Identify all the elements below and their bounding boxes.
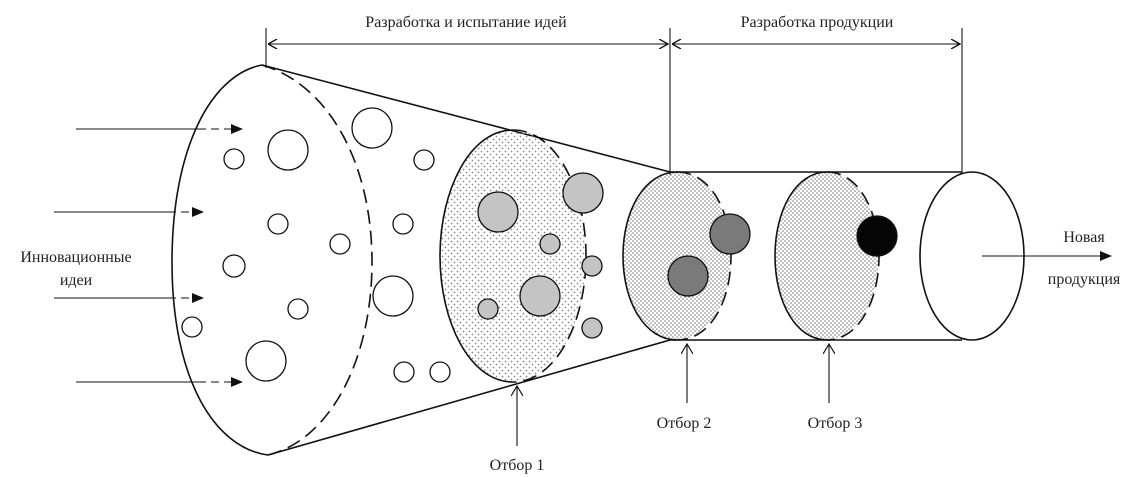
idea-circle bbox=[246, 341, 286, 381]
selection2-fill bbox=[623, 172, 731, 340]
idea-circle bbox=[394, 362, 414, 382]
raw-ideas bbox=[182, 108, 450, 382]
selection1-stage bbox=[440, 130, 586, 382]
idea-circle bbox=[393, 214, 413, 234]
selection1-label: Отбор 1 bbox=[490, 457, 545, 474]
selection3-fill bbox=[775, 172, 879, 340]
selection3-stage bbox=[775, 172, 879, 340]
final-idea-circle bbox=[857, 216, 897, 256]
selection1-fill bbox=[440, 130, 586, 382]
output-label-line1: Новая bbox=[1063, 229, 1105, 246]
idea-circle bbox=[330, 234, 350, 254]
idea-circle bbox=[414, 150, 434, 170]
idea-circle bbox=[182, 317, 202, 337]
phase2-label: Разработка продукции bbox=[741, 14, 894, 31]
idea-circle bbox=[478, 192, 518, 232]
output-label-line2: продукция bbox=[1048, 271, 1121, 288]
idea-circle bbox=[582, 318, 602, 338]
idea-circle bbox=[540, 234, 560, 254]
idea-circle bbox=[268, 214, 288, 234]
selection3-label: Отбор 3 bbox=[808, 415, 863, 432]
idea-circle bbox=[668, 256, 708, 296]
idea-circle bbox=[288, 299, 308, 319]
idea-circle bbox=[430, 362, 450, 382]
idea-circle bbox=[373, 276, 413, 316]
idea-circle bbox=[352, 108, 392, 148]
idea-circle bbox=[582, 256, 602, 276]
selection2-stage bbox=[623, 172, 731, 340]
idea-circle bbox=[563, 173, 603, 213]
selection2-label: Отбор 2 bbox=[657, 415, 712, 432]
idea-circle bbox=[224, 149, 244, 169]
input-label-line1: Инновационные bbox=[20, 249, 131, 266]
idea-circle bbox=[710, 214, 750, 254]
phase1-label: Разработка и испытание идей bbox=[365, 14, 567, 31]
idea-circle bbox=[268, 130, 308, 170]
phase-dimension-lines bbox=[266, 28, 962, 175]
funnel-top-edge bbox=[262, 65, 670, 172]
idea-circle bbox=[478, 299, 498, 319]
idea-circle bbox=[520, 276, 560, 316]
funnel-mouth-front-edge bbox=[172, 65, 262, 262]
input-label-line2: идеи bbox=[60, 272, 93, 289]
idea-circle bbox=[223, 255, 245, 277]
